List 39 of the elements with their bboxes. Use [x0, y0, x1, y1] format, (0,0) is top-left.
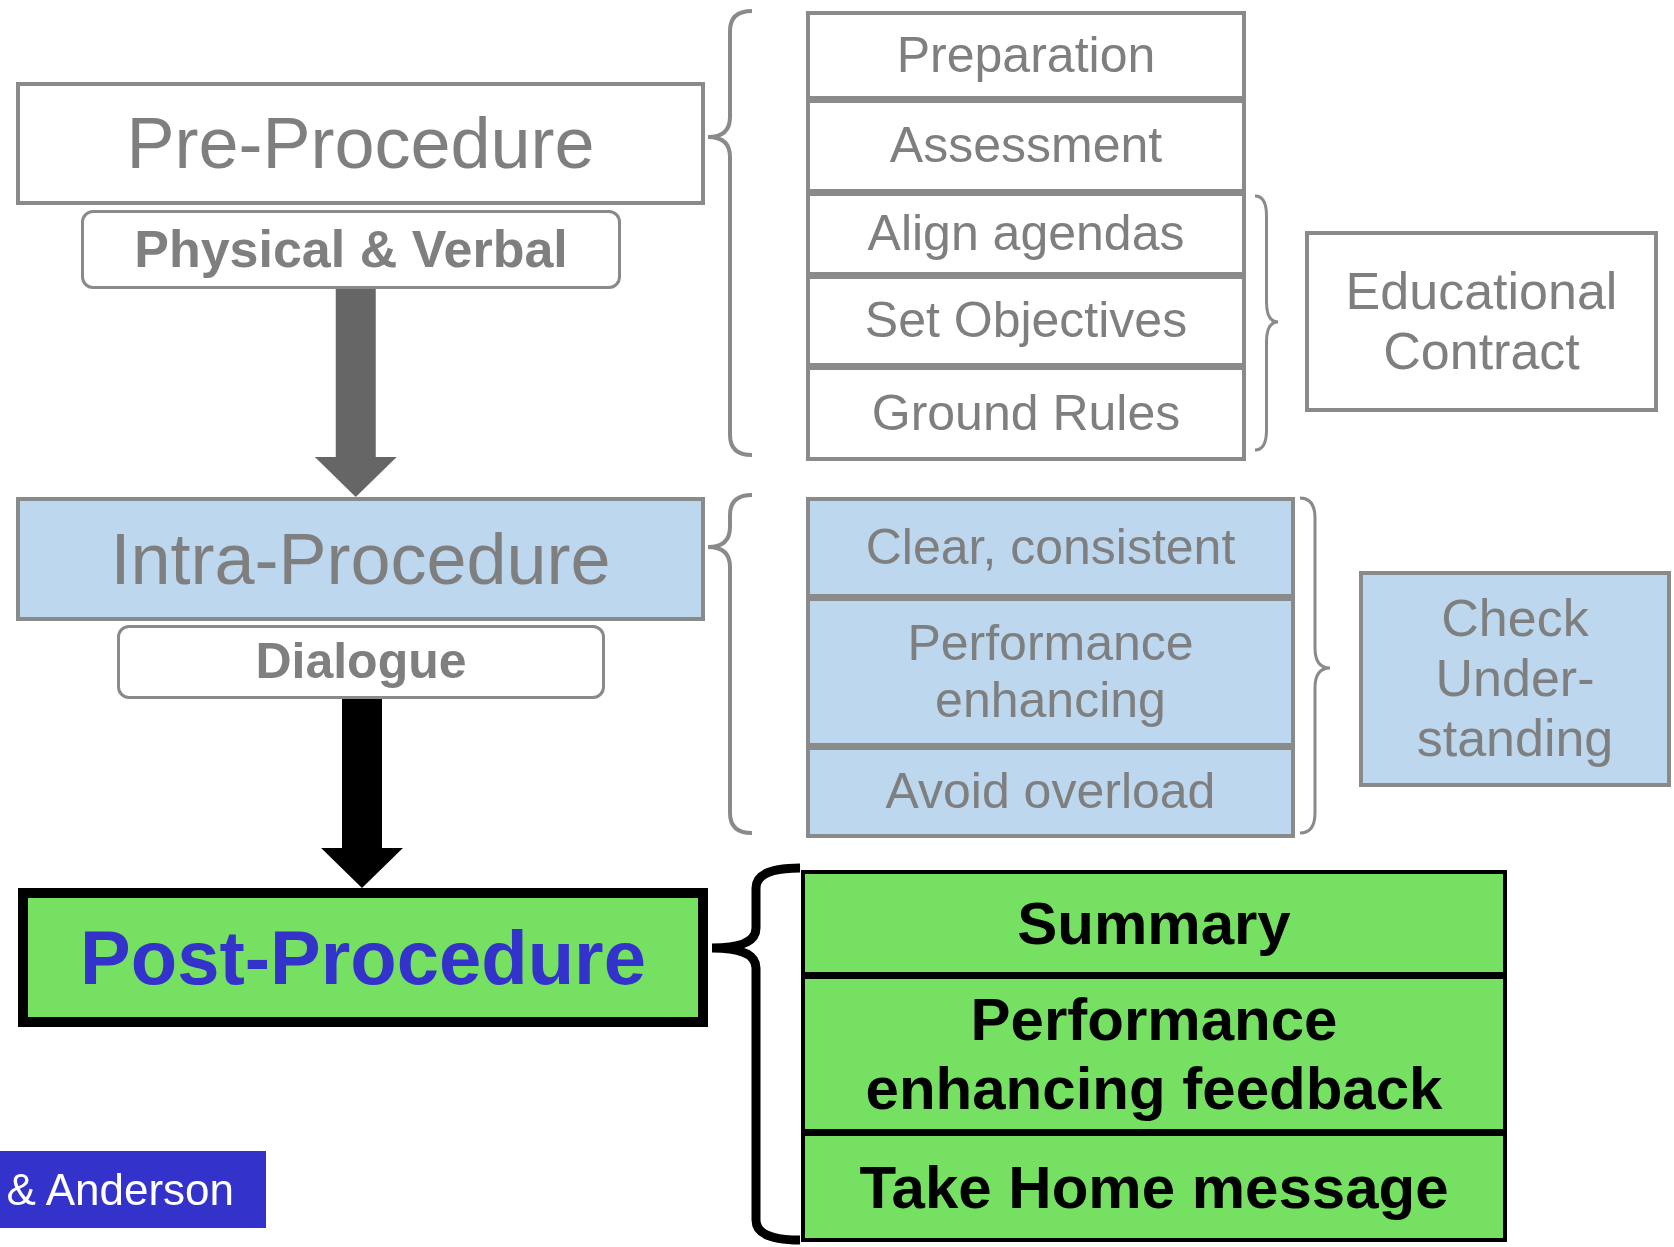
step-box [806, 192, 1246, 276]
step-box [806, 746, 1295, 838]
box-label: Check Under- standing [1415, 589, 1615, 769]
box-label: Dialogue [255, 633, 467, 691]
box-label: Set Objectives [864, 292, 1188, 350]
step-box [16, 82, 705, 205]
step-box [806, 497, 1295, 598]
step-box [801, 870, 1507, 976]
sub-label-box [81, 210, 621, 289]
block-arrow [314, 289, 397, 497]
box-label: Performance enhancing feedback [864, 985, 1444, 1123]
step-box [806, 275, 1246, 367]
step-box [806, 11, 1246, 100]
box-label: Ground Rules [871, 384, 1181, 443]
box-label: Align agendas [867, 205, 1185, 263]
step-box [806, 597, 1295, 747]
box-label: Educational Contract [1344, 261, 1619, 382]
block-arrow [321, 699, 403, 888]
box-label: Performance enhancing [906, 614, 1195, 730]
box-label: Assessment [889, 117, 1163, 175]
box-label: Take Home message [859, 1152, 1449, 1222]
step-box [1305, 231, 1658, 412]
box-label: Intra-Procedure [110, 517, 611, 601]
sub-label-box [117, 625, 605, 699]
box-label: Summary [1017, 888, 1291, 958]
box-label: Physical & Verbal [134, 219, 568, 280]
box-label: Clear, consistent [865, 518, 1236, 577]
box-label: Preparation [896, 26, 1156, 85]
step-box [801, 975, 1507, 1133]
box-label: Pre-Procedure [126, 102, 595, 185]
step-box [1359, 571, 1671, 787]
step-box [18, 888, 708, 1027]
step-box [16, 497, 705, 621]
box-label: Avoid overload [885, 763, 1216, 821]
citation-label: & Anderson [0, 1151, 266, 1228]
step-box [801, 1132, 1507, 1242]
step-box [806, 366, 1246, 461]
box-label: Post-Procedure [80, 913, 646, 1002]
step-box [806, 99, 1246, 193]
